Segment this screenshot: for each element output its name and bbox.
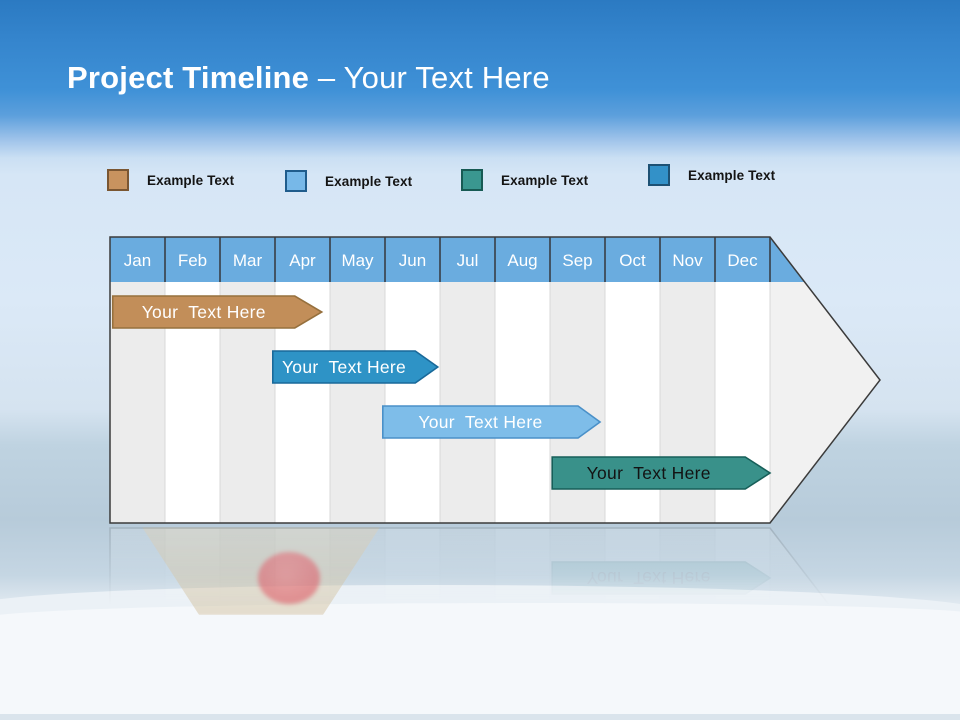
legend-label: Example Text xyxy=(688,167,776,183)
month-header-cell: Oct xyxy=(619,251,646,270)
legend-item: Example Text xyxy=(648,164,775,186)
page-title: Project Timeline – Your Text Here xyxy=(67,60,550,96)
month-header-cell: Jul xyxy=(457,251,479,270)
month-header-cell: Nov xyxy=(672,251,703,270)
task-bar-label: Your Text Here xyxy=(142,302,266,322)
legend-swatch-tan xyxy=(107,169,129,191)
month-header-cell: Jan xyxy=(124,251,151,270)
legend-swatch-teal xyxy=(461,169,483,191)
legend-swatch-lightblue xyxy=(285,170,307,192)
red-flower-image xyxy=(258,552,320,604)
task-bar xyxy=(382,405,602,439)
month-header-cell: Feb xyxy=(178,251,207,270)
legend-item: Example Text xyxy=(285,170,412,192)
month-header-cell: Dec xyxy=(727,251,758,270)
month-header-cell: May xyxy=(341,251,374,270)
task-bar xyxy=(111,295,324,329)
page-title-bold: Project Timeline xyxy=(67,60,310,95)
task-bar-label: Your Text Here xyxy=(418,412,542,432)
task-bar-label: Your Text Here xyxy=(587,568,711,588)
legend-label: Example Text xyxy=(501,172,589,188)
bottom-edge-shadow xyxy=(0,714,960,720)
beach-sand-front xyxy=(0,603,960,720)
legend-item: Example Text xyxy=(461,169,588,191)
page-title-subtitle: – Your Text Here xyxy=(309,60,550,95)
task-bar xyxy=(272,350,440,384)
legend-item: Example Text xyxy=(107,169,234,191)
month-header-cell: Aug xyxy=(507,251,537,270)
month-header-cell: Mar xyxy=(233,251,263,270)
month-header-cell: Jun xyxy=(399,251,426,270)
month-header-cell: Apr xyxy=(289,251,316,270)
month-header-cell: Sep xyxy=(562,251,592,270)
task-bar-label: Your Text Here xyxy=(282,357,406,377)
legend-label: Example Text xyxy=(325,173,413,189)
task-bar xyxy=(551,456,772,490)
legend-label: Example Text xyxy=(147,172,235,188)
task-bar-label: Your Text Here xyxy=(587,463,711,483)
legend-swatch-blue xyxy=(648,164,670,186)
